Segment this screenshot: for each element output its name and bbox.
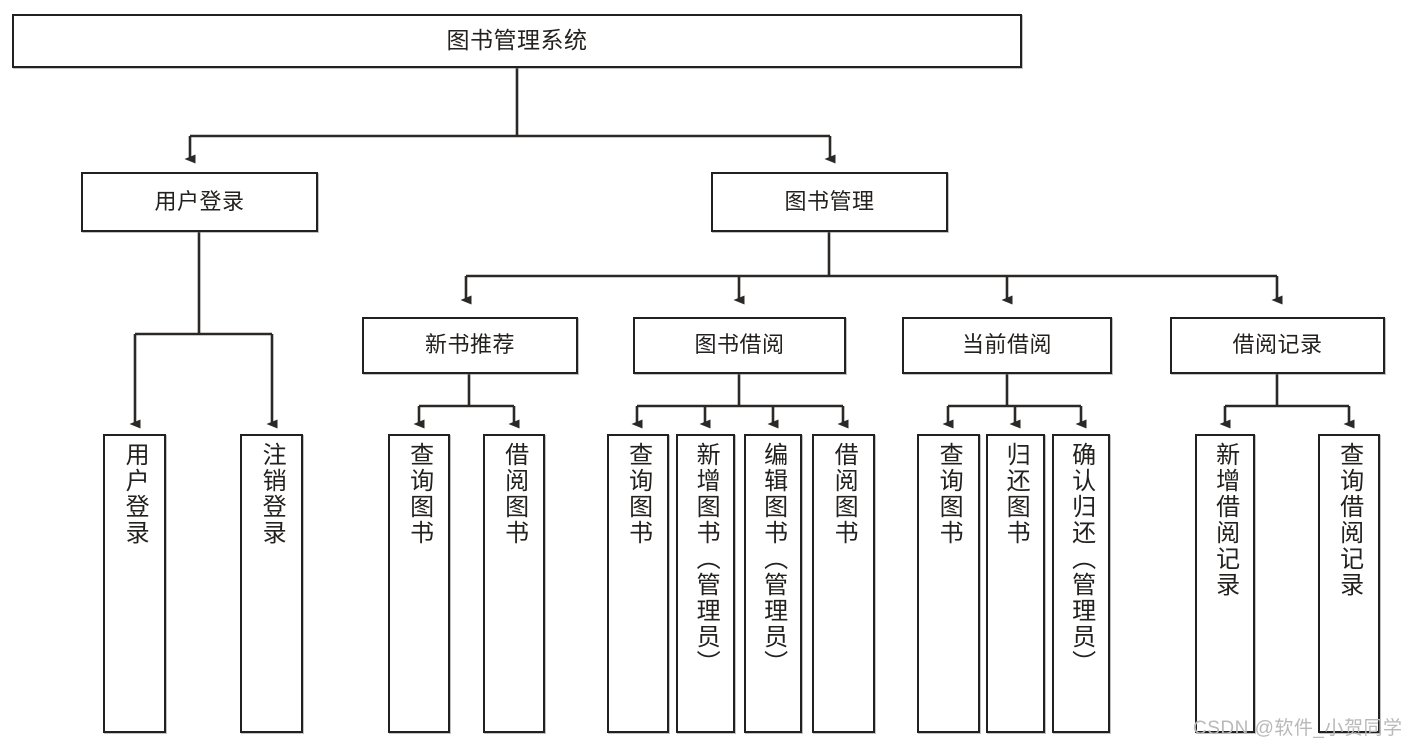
- node-leaf-query-book-2-label: 查询图书: [624, 442, 652, 546]
- node-leaf-user-login[interactable]: 用户登录: [103, 434, 166, 733]
- node-leaf-query-book-3-label: 查询图书: [935, 442, 963, 546]
- node-book-manage[interactable]: 图书管理: [711, 172, 948, 232]
- node-leaf-confirm-return-label: 确认归还（管理员）: [1067, 442, 1095, 676]
- node-leaf-add-book-label: 新增图书（管理员）: [692, 442, 720, 676]
- node-book-borrow[interactable]: 图书借阅: [633, 317, 846, 374]
- node-new-book-recommend[interactable]: 新书推荐: [362, 317, 578, 374]
- node-borrow-record[interactable]: 借阅记录: [1170, 317, 1385, 374]
- node-leaf-logout-label: 注销登录: [258, 442, 286, 546]
- node-leaf-return-book-label: 归还图书: [1002, 442, 1030, 546]
- watermark: CSDN @软件_小贺同学: [1193, 718, 1403, 739]
- node-book-borrow-label: 图书借阅: [694, 332, 785, 358]
- node-leaf-query-record[interactable]: 查询借阅记录: [1318, 434, 1380, 733]
- node-leaf-add-book[interactable]: 新增图书（管理员）: [676, 434, 735, 733]
- node-leaf-query-book-2[interactable]: 查询图书: [607, 434, 669, 733]
- node-leaf-query-record-label: 查询借阅记录: [1335, 442, 1363, 598]
- node-leaf-query-book-1-label: 查询图书: [405, 442, 433, 546]
- node-borrow-record-label: 借阅记录: [1232, 332, 1323, 358]
- node-leaf-logout[interactable]: 注销登录: [240, 434, 303, 733]
- node-new-book-recommend-label: 新书推荐: [424, 332, 515, 358]
- node-user-login-label: 用户登录: [154, 188, 245, 214]
- node-leaf-user-login-label: 用户登录: [121, 442, 149, 546]
- node-leaf-confirm-return[interactable]: 确认归还（管理员）: [1052, 434, 1110, 733]
- node-user-login[interactable]: 用户登录: [81, 172, 318, 232]
- node-leaf-return-book[interactable]: 归还图书: [986, 434, 1045, 733]
- node-leaf-borrow-book-2[interactable]: 借阅图书: [812, 434, 875, 733]
- node-leaf-borrow-book-1[interactable]: 借阅图书: [483, 434, 545, 733]
- node-book-manage-label: 图书管理: [784, 188, 875, 214]
- node-leaf-query-book-1[interactable]: 查询图书: [388, 434, 450, 733]
- node-leaf-add-record-label: 新增借阅记录: [1211, 442, 1239, 598]
- node-leaf-query-book-3[interactable]: 查询图书: [917, 434, 980, 733]
- node-leaf-add-record[interactable]: 新增借阅记录: [1195, 434, 1255, 733]
- node-current-borrow-label: 当前借阅: [961, 332, 1052, 358]
- node-leaf-borrow-book-2-label: 借阅图书: [830, 442, 858, 546]
- node-leaf-edit-book-label: 编辑图书（管理员）: [759, 442, 787, 676]
- node-leaf-borrow-book-1-label: 借阅图书: [500, 442, 528, 546]
- node-root-label: 图书管理系统: [446, 27, 588, 54]
- node-leaf-edit-book[interactable]: 编辑图书（管理员）: [744, 434, 802, 733]
- node-root[interactable]: 图书管理系统: [12, 14, 1022, 68]
- node-current-borrow[interactable]: 当前借阅: [902, 317, 1112, 374]
